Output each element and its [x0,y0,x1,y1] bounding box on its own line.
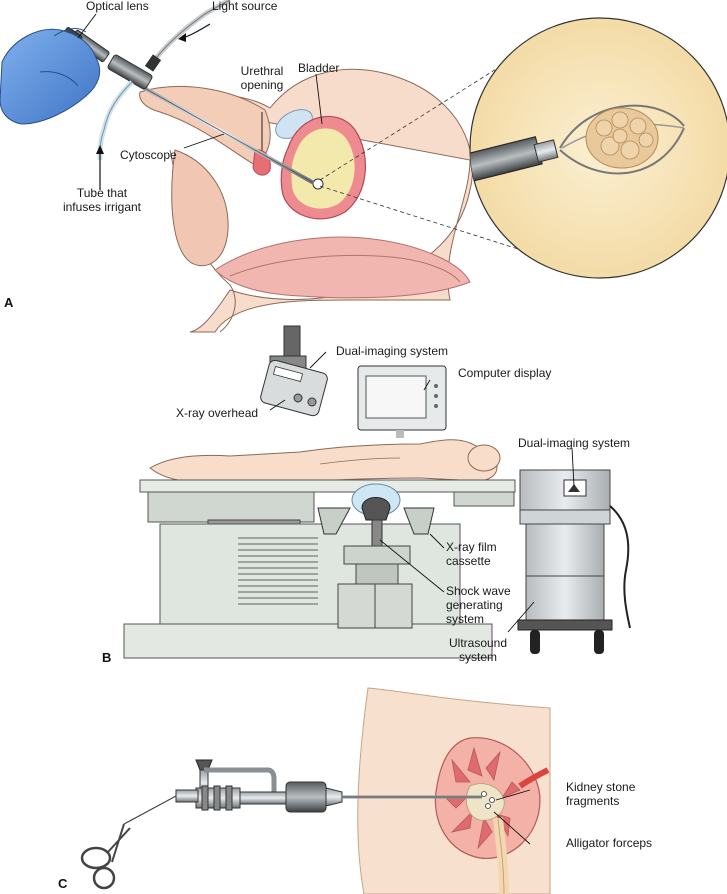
label-alligator-forceps: Alligator forceps [566,836,653,850]
label-irrigant-tube: Tube that infuses irrigant [54,186,150,214]
zoom-circle [469,17,727,279]
label-shock-wave: Shock wave generating system [446,584,511,626]
label-dual-imaging-top: Dual-imaging system [336,344,449,358]
label-bladder: Bladder [298,61,340,75]
label-shock-wave-line1: Shock wave [446,584,511,598]
label-dual-imaging-right: Dual-imaging system [518,436,631,450]
xray-cassette-left [317,507,351,535]
label-shock-wave-line2: generating [446,598,503,612]
patient [149,439,498,483]
gloved-hand [0,28,101,125]
scrotum [171,149,229,267]
shock-wave-dome [361,497,391,521]
panel-c-illustration [80,687,551,894]
label-ultrasound-line2: system [458,650,497,664]
label-cytoscope: Cytoscope [120,148,177,162]
label-urethral-opening: Urethral opening [236,64,288,92]
label-ultrasound-line1: Ultrasound [448,636,508,650]
rectum [214,236,471,299]
label-irrigant-tube-line2: infuses irrigant [62,200,142,214]
xray-cassette-right [403,507,435,535]
label-optical-lens: Optical lens [86,0,149,13]
label-kidney-stone-fragments-line1: Kidney stone [566,780,636,794]
computer-display-device [357,365,447,438]
panel-a-illustration [0,0,541,333]
bladder-urine [291,128,355,209]
label-computer-display: Computer display [458,366,552,380]
bladder-stone [585,107,659,169]
nephroscope [80,759,482,890]
panel-label-a: A [4,295,14,310]
label-kidney-stone-fragments: Kidney stone fragments [566,780,635,808]
label-ultrasound: Ultrasound system [440,636,516,664]
treatment-table-top [139,479,516,493]
label-urethral-opening-line1: Urethral [240,64,284,78]
label-irrigant-tube-line1: Tube that [76,186,128,200]
xray-overhead [260,325,328,417]
label-kidney-stone-fragments-line2: fragments [566,794,620,808]
ultrasound-cart [517,469,631,654]
label-xray-cassette-line1: X-ray film [446,540,497,554]
panel-b-illustration [123,325,631,659]
label-shock-wave-line3: system [446,612,485,626]
panel-label-b: B [102,650,112,665]
label-xray-cassette-line2: cassette [446,554,491,568]
label-xray-overhead: X-ray overhead [176,406,259,420]
label-urethral-opening-line2: opening [240,78,284,92]
lithotripter-base [159,523,461,629]
label-light-source: Light source [212,0,278,13]
panel-label-c: C [58,876,68,891]
label-xray-cassette: X-ray film cassette [446,540,497,568]
